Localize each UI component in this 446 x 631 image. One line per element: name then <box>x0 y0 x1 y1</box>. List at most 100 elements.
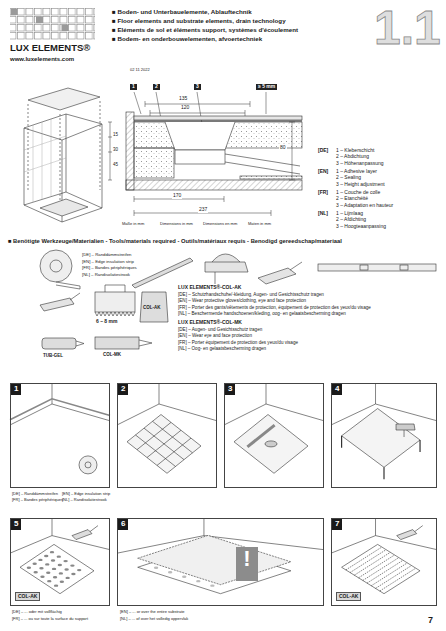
adhesive-dab <box>32 563 36 565</box>
tool-icons <box>40 293 80 311</box>
section-drawing <box>126 180 302 190</box>
adhesive-dab <box>52 568 56 570</box>
logo-grid <box>62 25 69 32</box>
unit-note: Maten in mm <box>248 222 271 227</box>
adhesive-dab <box>54 584 58 586</box>
step-line <box>52 518 53 536</box>
step-panel: 6! <box>117 518 324 606</box>
product-name: LUX ELEMENTS®-COL-MK <box>178 320 242 326</box>
adhesive-dab <box>168 571 172 573</box>
web-address: www.luxelements.com <box>10 56 74 63</box>
tool-icons <box>95 292 135 312</box>
caption-line: [NL] – Randisolatiestrook <box>62 498 107 503</box>
section-drawing <box>134 148 174 178</box>
safety-note: [DE] – Schutzhandschuhe/-kleidung, Augen… <box>178 292 324 297</box>
caption-line: [NL] – ... of over het volledig oppervla… <box>120 617 188 622</box>
adhesive-dab <box>40 575 44 577</box>
section-drawing <box>289 122 295 180</box>
language-tag: [DE] <box>318 148 328 154</box>
step-line <box>419 440 420 452</box>
drain <box>265 441 277 447</box>
step-line <box>10 404 110 425</box>
step-illustration <box>331 518 437 594</box>
step-illustration <box>331 383 437 479</box>
chapter-number: 1.1 <box>374 4 441 52</box>
adhesive-dab <box>39 567 43 569</box>
product-name: LUX ELEMENTS®-COL-AK <box>178 285 241 291</box>
adhesive-dab <box>45 563 49 565</box>
step-line <box>10 399 110 420</box>
step-panel: 5COL-AK <box>10 518 110 606</box>
step-number: 4 <box>332 384 342 395</box>
floor-element <box>138 535 291 584</box>
unit-note: Maße in mm <box>122 222 144 227</box>
section-drawing <box>165 122 235 150</box>
floor-element <box>20 544 94 593</box>
tool-icons <box>258 262 302 284</box>
shower-isometric <box>40 199 88 216</box>
floor-element <box>342 409 420 468</box>
adhesive-dab <box>58 564 62 566</box>
safety-note: [NL] – Oog- en gelaatsbescherming dragen <box>178 346 266 351</box>
caption-line: [DE] – Randdämmstreifen <box>82 253 131 258</box>
step-illustration <box>117 383 217 473</box>
callout-number: 3 <box>194 84 201 90</box>
section-drawing <box>126 112 134 190</box>
warning-sign: ! <box>236 547 258 581</box>
step-line <box>376 566 412 589</box>
dimension: ≥ 5 mm <box>256 84 277 90</box>
step-line <box>375 383 376 404</box>
dimension: 45 <box>112 162 119 167</box>
step-number: 6 <box>118 519 128 530</box>
safety-note: [FR] – Porter équipement de protection d… <box>178 340 298 345</box>
section-drawing <box>134 196 271 216</box>
adhesive-dab <box>46 572 50 574</box>
dimension: 120 <box>180 105 190 111</box>
legend-item: 2 – Abdichtung <box>336 154 369 160</box>
legend-item: 1 – Kleberschicht <box>336 148 374 154</box>
step-illustration <box>117 518 324 594</box>
strip-roll <box>79 456 97 474</box>
adhesive-dab <box>64 568 68 570</box>
floor-element <box>234 415 308 474</box>
callout-number: 1 <box>130 84 137 90</box>
step-panel: 1 <box>10 383 110 488</box>
section-drawing <box>175 150 225 164</box>
floor-element <box>342 544 420 593</box>
step-number: 5 <box>11 519 21 530</box>
tool-icons <box>56 282 80 289</box>
tool-icons <box>400 265 408 270</box>
section-drawing <box>108 92 302 216</box>
adhesive-dab <box>70 564 74 566</box>
adhesive-dab <box>33 571 37 573</box>
caption-line: [EN] – ... or over the entire substrate <box>120 610 184 615</box>
adhesive-dab <box>71 573 75 575</box>
dimension: 15 <box>112 132 119 137</box>
trowel <box>397 530 417 540</box>
section-drawing <box>240 176 302 179</box>
floor-element <box>127 415 201 474</box>
adhesive-dab <box>63 560 67 562</box>
step-line <box>380 568 416 591</box>
legend-item: 3 – Height adjustment <box>336 182 385 188</box>
section-drawing <box>134 116 302 120</box>
adhesive-dab <box>57 555 61 557</box>
adhesive-dab <box>27 567 31 569</box>
adhesive-dab <box>38 559 42 561</box>
document-code: 02 11 2022 <box>130 68 150 73</box>
product-label: COL-AK <box>336 592 361 602</box>
step-panel: 2 <box>117 383 217 488</box>
caption-line: [FR] – Bandes périphériques <box>82 266 137 271</box>
tool-icons <box>40 250 72 282</box>
dimension: 135 <box>178 96 188 102</box>
dimension: 80 <box>279 145 287 151</box>
header-line: ■ Bodem- en onderbouwelementen, afvoerte… <box>112 35 262 42</box>
language-tag: [FR] <box>318 190 328 196</box>
step-illustration <box>10 518 110 594</box>
step-panel: 7COL-AK <box>331 518 437 606</box>
tool-icons <box>42 338 76 349</box>
caption-line: [NL] – Randisolatiestrook <box>82 273 130 278</box>
legend-item: 2 – Etanchéité <box>336 196 368 202</box>
tool-icons <box>40 250 436 349</box>
step-number: 2 <box>118 384 128 395</box>
